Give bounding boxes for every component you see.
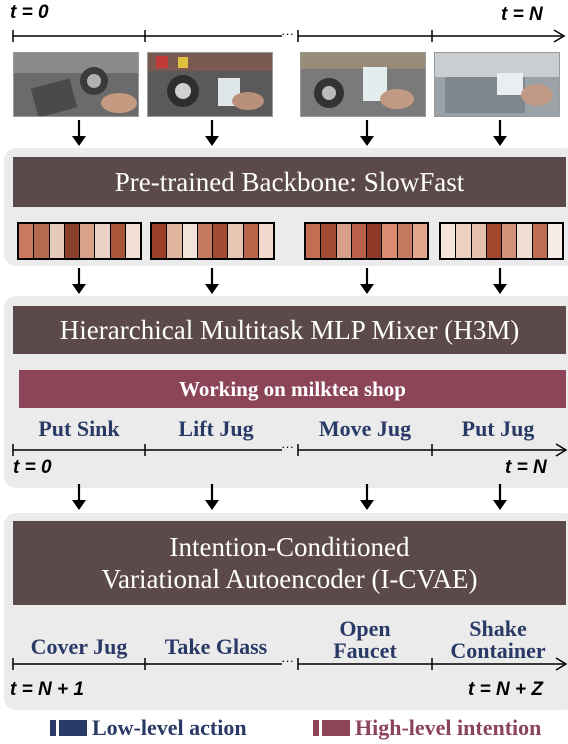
feature-cell — [412, 224, 427, 258]
mid-timeline-end: t = N — [505, 457, 547, 478]
legend-low-label: Low-level action — [92, 715, 247, 740]
feature-cell — [547, 224, 562, 258]
future-action-1: Cover Jug — [30, 634, 128, 659]
feature-cell — [336, 224, 352, 258]
feature-cell — [321, 224, 337, 258]
feature-cell — [182, 224, 198, 258]
feature-cell — [213, 224, 229, 258]
future-action-4: Shake Container — [450, 616, 546, 663]
future-action-2: Take Glass — [164, 634, 268, 659]
video-frame-3 — [300, 52, 426, 117]
feature-cell — [64, 224, 80, 258]
feature-cell — [152, 224, 168, 258]
mixer-title: Hierarchical Multitask MLP Mixer (H3M) — [13, 306, 566, 354]
feature-cell — [306, 224, 322, 258]
feature-block-2 — [150, 222, 275, 260]
backbone-arrows — [72, 268, 507, 294]
legend-low-swatch-a — [50, 720, 56, 736]
video-frame-2 — [147, 52, 273, 117]
feature-cell — [367, 224, 383, 258]
feature-cell — [397, 224, 413, 258]
feature-block-3 — [304, 222, 429, 260]
feature-cell — [502, 224, 518, 258]
mid-timeline-start: t = 0 — [13, 457, 52, 478]
cvae-title: Intention-Conditioned Variational Autoen… — [13, 521, 566, 605]
feature-cell — [243, 224, 259, 258]
low-action-4: Put Jug — [461, 416, 535, 441]
video-frame-1 — [13, 52, 139, 117]
legend-low-level: Low-level action — [50, 715, 247, 741]
low-action-2: Lift Jug — [178, 416, 254, 441]
feature-cell — [80, 224, 96, 258]
feature-cell — [34, 224, 50, 258]
legend-high-swatch-a — [313, 720, 319, 736]
cvae-title-line2: Variational Autoencoder (I-CVAE) — [101, 564, 478, 594]
low-action-1: Put Sink — [38, 416, 120, 441]
top-timeline-end: t = N — [501, 4, 543, 25]
bottom-timeline-axis — [12, 657, 568, 671]
feature-cell — [167, 224, 183, 258]
low-action-3: Move Jug — [318, 416, 412, 441]
feature-cell — [382, 224, 398, 258]
bottom-timeline-end: t = N + Z — [468, 679, 543, 700]
bottom-timeline-start: t = N + 1 — [10, 679, 84, 700]
top-timeline-ellipsis: ··· — [281, 26, 294, 41]
top-timeline-axis — [12, 29, 566, 43]
legend-high-swatch-b — [322, 720, 350, 736]
feature-cell — [197, 224, 213, 258]
future-action-3: Open Faucet — [333, 616, 397, 663]
feature-block-4 — [439, 222, 564, 260]
feature-cell — [49, 224, 65, 258]
feature-cell — [441, 224, 457, 258]
mid-timeline-axis — [12, 443, 568, 457]
bottom-timeline-ellipsis: ··· — [281, 653, 294, 668]
feature-cell — [110, 224, 126, 258]
feature-cell — [532, 224, 548, 258]
legend-high-level: High-level intention — [313, 715, 541, 741]
feature-cell — [486, 224, 502, 258]
feature-cell — [125, 224, 140, 258]
feature-cell — [517, 224, 533, 258]
intention-bar: Working on milktea shop — [19, 370, 566, 408]
feature-cell — [19, 224, 35, 258]
legend-low-swatch-b — [59, 720, 87, 736]
feature-cell — [456, 224, 472, 258]
backbone-title: Pre-trained Backbone: SlowFast — [13, 157, 566, 207]
feature-cell — [95, 224, 111, 258]
mixer-arrows — [72, 484, 507, 510]
frame-arrows — [72, 120, 507, 146]
feature-cell — [471, 224, 487, 258]
legend-high-label: High-level intention — [355, 715, 542, 740]
feature-cell — [228, 224, 244, 258]
feature-block-1 — [17, 222, 142, 260]
cvae-title-line1: Intention-Conditioned — [169, 532, 410, 562]
feature-cell — [258, 224, 273, 258]
top-timeline-start: t = 0 — [10, 2, 49, 23]
video-frame-4 — [434, 52, 560, 117]
mid-timeline-ellipsis: ··· — [281, 439, 294, 454]
feature-cell — [351, 224, 367, 258]
